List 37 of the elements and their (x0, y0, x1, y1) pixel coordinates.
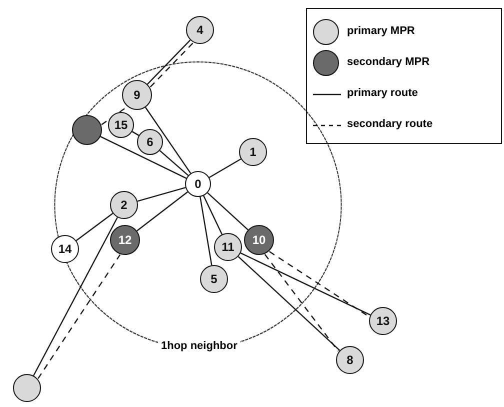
legend-label: primary route (347, 87, 418, 99)
primary-mpr-circle: 8 (336, 346, 364, 374)
route-line (137, 186, 186, 202)
route-line (144, 107, 192, 174)
route-line (100, 136, 187, 179)
route-line (200, 196, 212, 266)
primary-mpr-circle (13, 374, 41, 402)
primary-mpr-circle: 5 (200, 265, 228, 293)
primary-mpr-circle: 15 (108, 112, 134, 138)
route-line (207, 192, 248, 230)
secondary-route-line (264, 254, 339, 352)
primary-mpr-circle: 1 (239, 138, 267, 166)
range-label: 1hop neighbor (158, 340, 240, 352)
route-line (76, 212, 114, 242)
secondary-mpr-circle (72, 115, 102, 145)
primary-mpr-circle: 4 (186, 16, 214, 44)
primary-mpr-circle: 6 (137, 129, 163, 155)
legend-label: secondary route (347, 118, 433, 130)
node-circle: 0 (185, 171, 211, 197)
primary-mpr-circle: 9 (122, 80, 152, 110)
route-line (238, 256, 340, 351)
route-line (208, 158, 242, 178)
primary-mpr-circle: 11 (214, 233, 242, 261)
route-line (159, 150, 189, 176)
legend-label: secondary MPR (347, 56, 430, 68)
route-line (136, 191, 188, 232)
route-line (203, 195, 223, 235)
route-line (240, 252, 371, 316)
secondary-mpr-circle: 10 (244, 225, 274, 255)
secondary-route-line (38, 254, 121, 379)
secondary-route-line (269, 251, 370, 318)
legend-label: primary MPR (347, 25, 415, 37)
primary-mpr-circle: 2 (110, 191, 138, 219)
route-line (33, 217, 118, 376)
primary-mpr-circle: 13 (369, 307, 397, 335)
secondary-mpr-circle: 12 (110, 225, 140, 255)
node-circle: 14 (51, 235, 79, 263)
